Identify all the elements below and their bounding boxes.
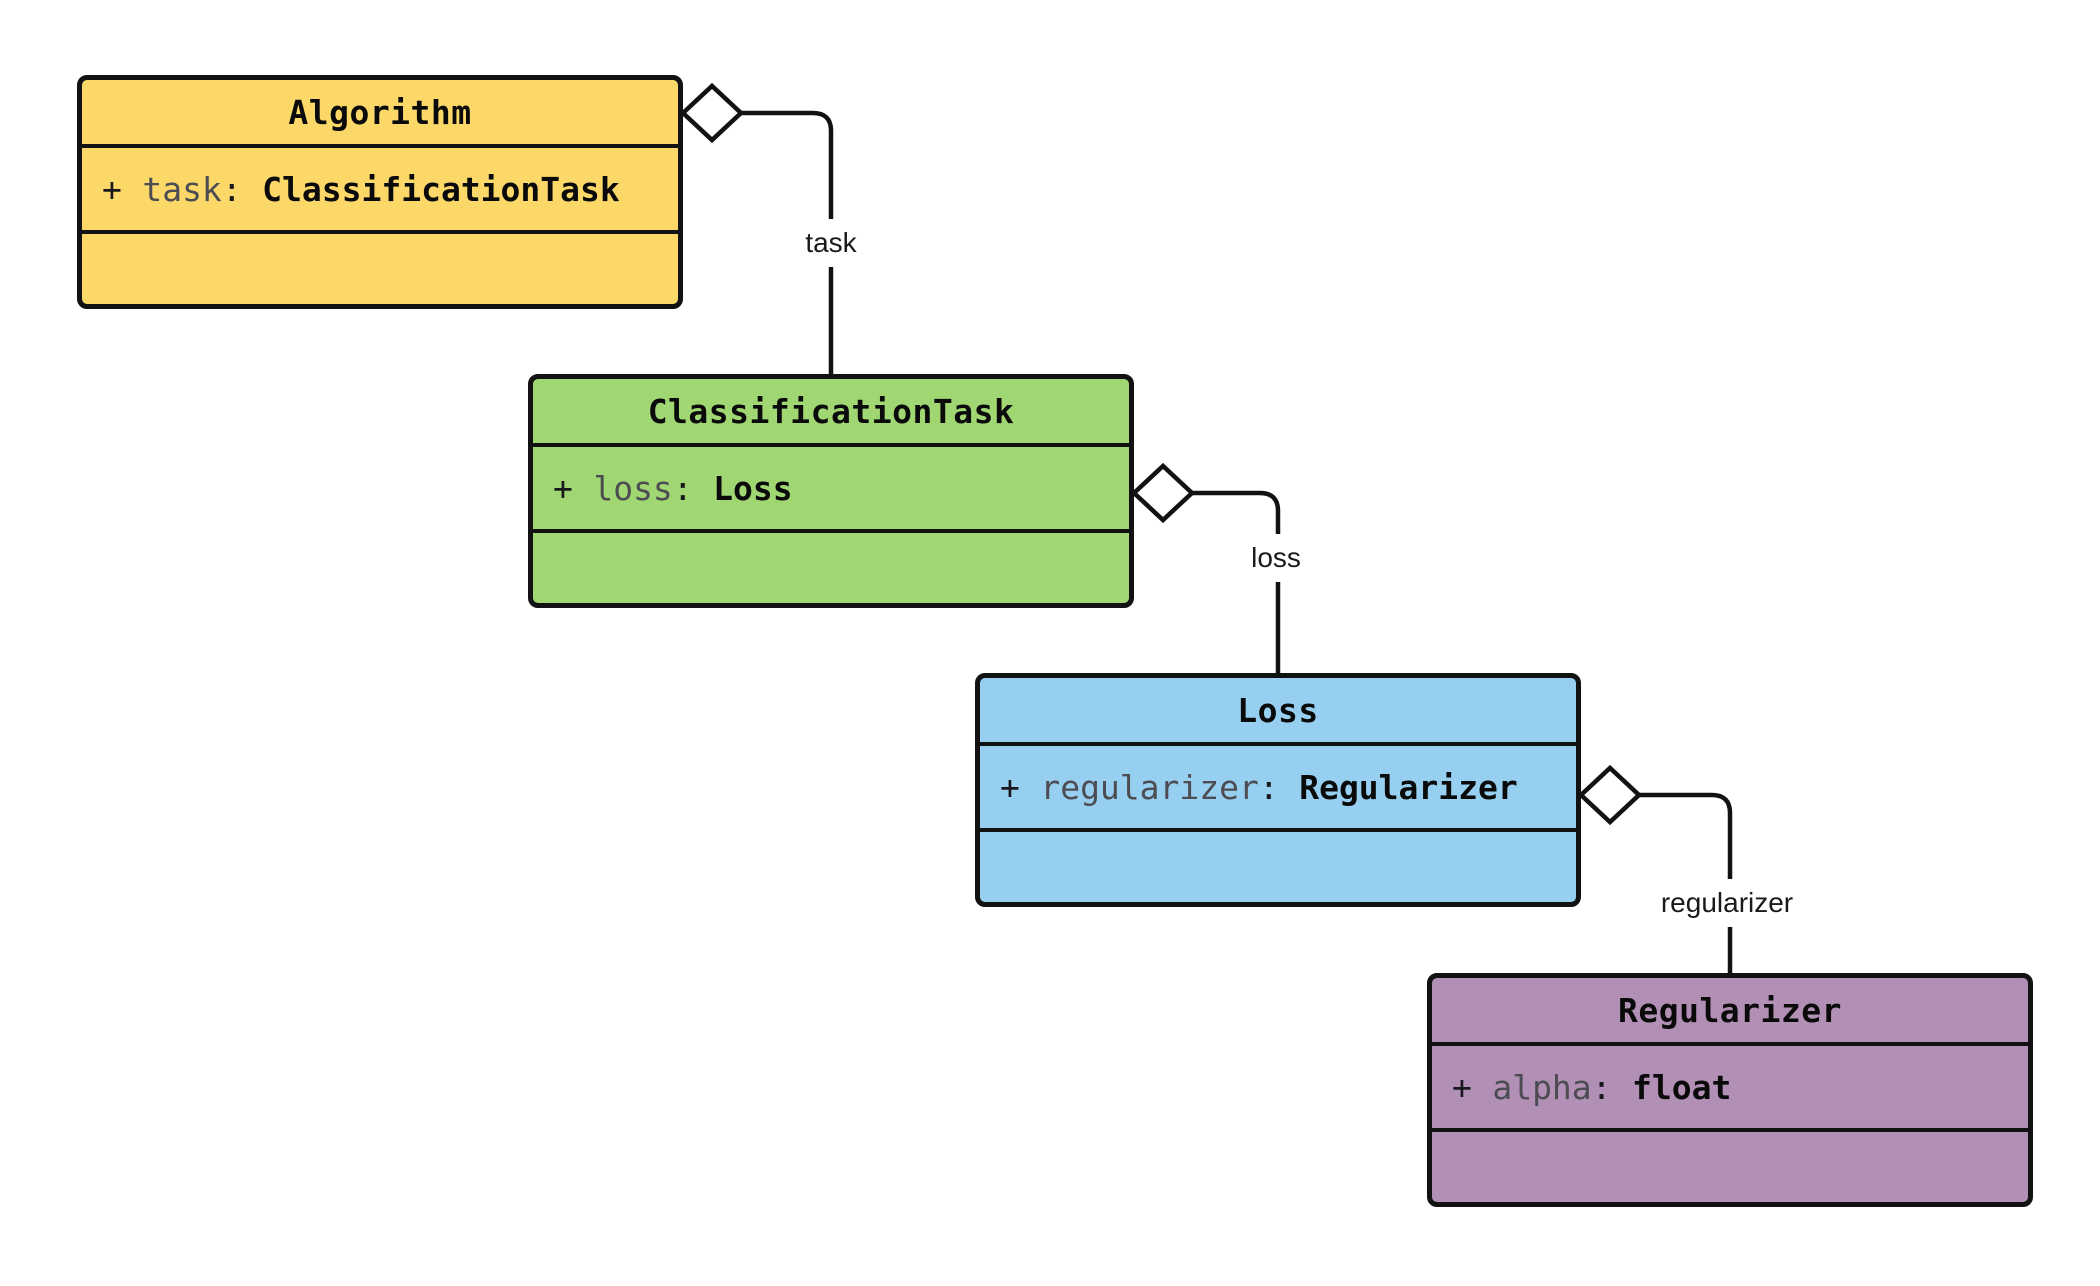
edge-line-task: [741, 110, 834, 374]
attribute-name: task: [142, 169, 222, 209]
attribute-separator: :: [1591, 1067, 1612, 1107]
attribute-name: loss: [593, 468, 673, 508]
attribute-type: Loss: [713, 468, 793, 508]
class-title: Regularizer: [1617, 990, 1843, 1030]
class-attributes: + loss: Loss: [533, 443, 1129, 529]
attribute-visibility: +: [102, 169, 122, 209]
attribute-visibility: +: [553, 468, 573, 508]
aggregation-diamond-icon: [679, 82, 745, 144]
class-title: ClassificationTask: [647, 391, 1015, 431]
edge-loss-regularizer: [1577, 764, 1733, 973]
attribute-row: + task: ClassificationTask: [102, 170, 620, 209]
class-methods-empty: [980, 828, 1576, 902]
edge-classificationtask-loss: [1130, 462, 1281, 673]
attribute-type: Regularizer: [1299, 767, 1518, 807]
attribute-visibility: +: [1000, 767, 1020, 807]
edge-label-regularizer: regularizer: [1650, 879, 1804, 927]
attribute-row: + alpha: float: [1452, 1068, 1731, 1107]
class-attributes: + task: ClassificationTask: [82, 144, 678, 230]
attribute-row: + regularizer: Regularizer: [1000, 768, 1518, 807]
aggregation-diamond-icon: [1130, 462, 1196, 524]
attribute-row: + loss: Loss: [553, 469, 793, 508]
attribute-name: alpha: [1492, 1067, 1592, 1107]
attribute-separator: :: [1258, 767, 1279, 807]
class-title: Algorithm: [288, 92, 472, 132]
aggregation-diamond-icon: [1577, 764, 1643, 826]
edge-line-loss: [1192, 490, 1281, 673]
class-methods-empty: [533, 529, 1129, 603]
class-attributes: + alpha: float: [1432, 1042, 2028, 1128]
edge-label-task: task: [795, 219, 867, 267]
class-box-algorithm: Algorithm + task: ClassificationTask: [77, 75, 683, 309]
edge-label-loss: loss: [1241, 534, 1311, 582]
class-methods-empty: [82, 230, 678, 304]
attribute-type: float: [1632, 1067, 1732, 1107]
class-methods-empty: [1432, 1128, 2028, 1202]
attribute-name: regularizer: [1040, 767, 1259, 807]
attribute-type: ClassificationTask: [262, 169, 620, 209]
attribute-separator: :: [221, 169, 242, 209]
attribute-separator: :: [672, 468, 693, 508]
class-box-classificationtask: ClassificationTask + loss: Loss: [528, 374, 1134, 608]
class-box-loss: Loss + regularizer: Regularizer: [975, 673, 1581, 907]
edge-line-regularizer: [1639, 792, 1733, 973]
attribute-visibility: +: [1452, 1067, 1472, 1107]
edge-algorithm-task: [679, 82, 834, 374]
class-attributes: + regularizer: Regularizer: [980, 742, 1576, 828]
class-title: Loss: [1237, 690, 1319, 730]
class-box-regularizer: Regularizer + alpha: float: [1427, 973, 2033, 1207]
